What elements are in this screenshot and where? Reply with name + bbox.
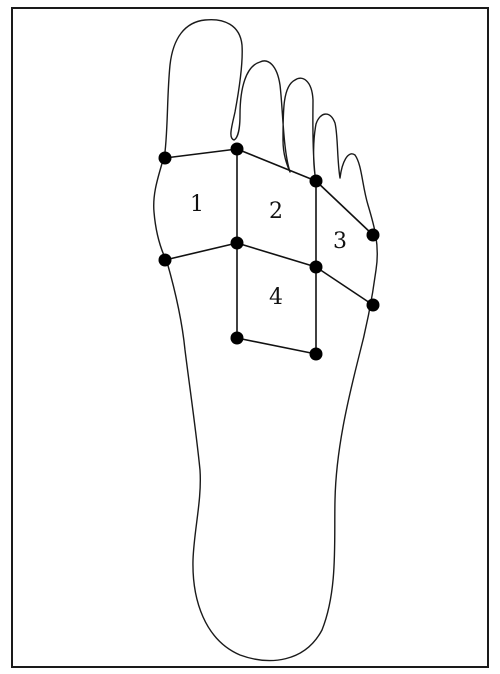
region-label-2: 2 <box>269 199 283 224</box>
landmark-point <box>310 175 323 188</box>
edge <box>316 267 373 305</box>
region-label-1: 1 <box>190 192 204 217</box>
landmark-point <box>231 237 244 250</box>
region-label-4: 4 <box>269 285 283 310</box>
region-label-3: 3 <box>333 229 347 254</box>
figure-frame <box>12 8 488 667</box>
landmark-point <box>231 332 244 345</box>
landmark-point <box>159 254 172 267</box>
edge <box>165 149 237 158</box>
landmark-point <box>367 229 380 242</box>
edge <box>237 149 316 181</box>
landmark-point <box>310 348 323 361</box>
foot-outline <box>154 20 378 661</box>
edge <box>165 243 237 260</box>
landmark-point <box>231 143 244 156</box>
landmark-point <box>310 261 323 274</box>
edge <box>237 243 316 267</box>
landmark-point <box>367 299 380 312</box>
landmark-point <box>159 152 172 165</box>
edge <box>237 338 316 354</box>
